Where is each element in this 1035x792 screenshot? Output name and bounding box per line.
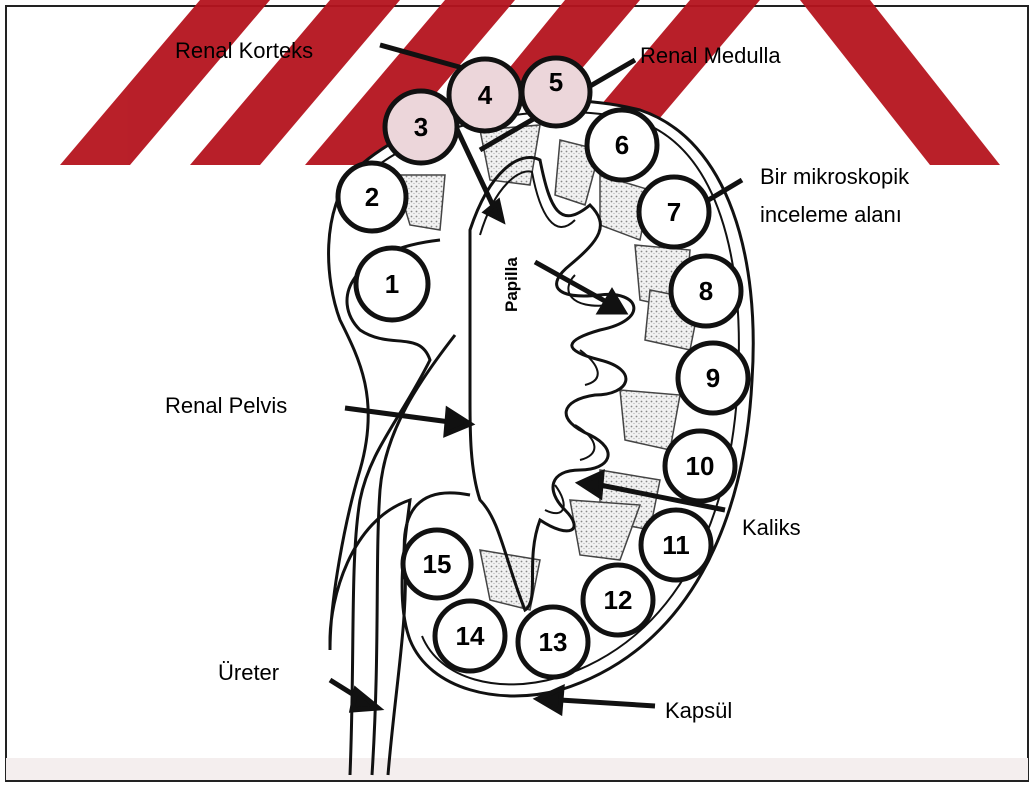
region-2: 2 [338, 163, 406, 231]
label-kapsul: Kapsül [665, 698, 732, 723]
region-9: 9 [678, 343, 748, 413]
region-15-label: 15 [423, 549, 452, 579]
label-mikroskopik-line2: inceleme alanı [760, 202, 902, 227]
label-renal-korteks: Renal Korteks [175, 38, 313, 63]
region-13-label: 13 [539, 627, 568, 657]
region-11: 11 [641, 510, 711, 580]
region-1-label: 1 [385, 269, 399, 299]
region-12-label: 12 [604, 585, 633, 615]
region-12: 12 [583, 565, 653, 635]
label-mikroskopik-line1: Bir mikroskopik [760, 164, 910, 189]
label-papilla: Papilla [502, 257, 521, 312]
label-ureter: Üreter [218, 660, 279, 685]
watermark-bottom [6, 758, 1028, 780]
region-5: 5 [522, 58, 590, 126]
region-9-label: 9 [706, 363, 720, 393]
region-2-label: 2 [365, 182, 379, 212]
region-8-label: 8 [699, 276, 713, 306]
region-5-label: 5 [549, 67, 563, 97]
label-kaliks: Kaliks [742, 515, 801, 540]
region-7: 7 [639, 177, 709, 247]
label-renal-pelvis: Renal Pelvis [165, 393, 287, 418]
region-15: 15 [403, 530, 471, 598]
region-7-label: 7 [667, 197, 681, 227]
region-3-label: 3 [414, 112, 428, 142]
label-renal-medulla: Renal Medulla [640, 43, 781, 68]
region-4: 4 [449, 59, 521, 131]
region-14: 14 [435, 601, 505, 671]
region-6-label: 6 [615, 130, 629, 160]
region-10-label: 10 [686, 451, 715, 481]
region-14-label: 14 [456, 621, 485, 651]
region-1: 1 [356, 248, 428, 320]
region-8: 8 [671, 256, 741, 326]
region-3: 3 [385, 91, 457, 163]
region-13: 13 [518, 607, 588, 677]
region-11-label: 11 [662, 530, 690, 560]
region-10: 10 [665, 431, 735, 501]
region-4-label: 4 [478, 80, 493, 110]
region-6: 6 [587, 110, 657, 180]
